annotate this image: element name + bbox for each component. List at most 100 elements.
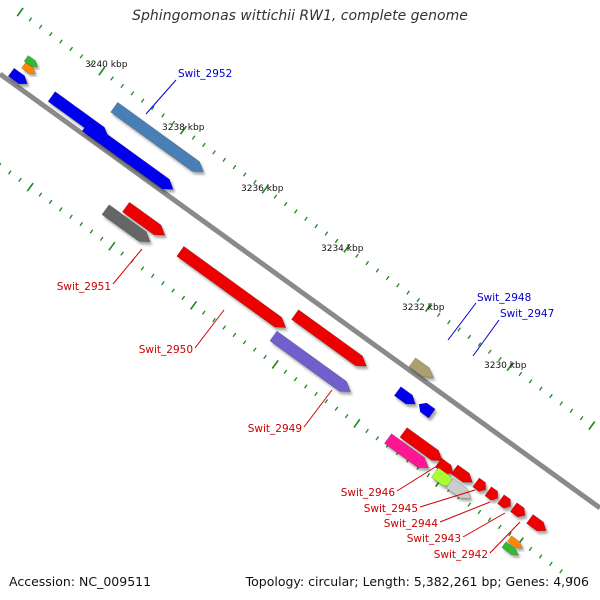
gene-arrow[interactable] <box>484 486 499 501</box>
tick-mark <box>273 194 278 199</box>
tick-mark <box>569 408 574 413</box>
gene-arrow[interactable] <box>450 464 473 483</box>
tick-mark <box>202 142 206 148</box>
tick-mark <box>365 260 370 266</box>
tick-mark <box>171 288 175 293</box>
tick-mark <box>528 546 533 552</box>
tick-mark <box>324 231 329 236</box>
gene-arrow[interactable] <box>21 61 36 74</box>
gene-arrow[interactable] <box>291 309 367 367</box>
tick-mark <box>261 184 269 194</box>
tick-mark <box>58 207 63 212</box>
tick-mark <box>252 347 257 352</box>
tick-mark <box>0 162 2 166</box>
gene-arrow[interactable] <box>121 201 166 236</box>
scale-label-3238: 3238 kbp <box>162 123 205 133</box>
tick-mark <box>559 569 563 574</box>
tick-mark <box>89 61 94 66</box>
tick-mark <box>38 192 43 197</box>
tick-mark <box>579 416 584 421</box>
tick-mark <box>334 406 339 411</box>
tick-mark <box>314 391 318 397</box>
tick-mark <box>189 300 198 310</box>
leader-2950 <box>194 309 225 349</box>
tick-mark <box>201 310 206 315</box>
leader-2948 <box>447 302 477 341</box>
leader-2943 <box>462 512 506 538</box>
gene-arrow[interactable] <box>110 101 204 173</box>
gene-label-swit-2945[interactable]: Swit_2945 <box>364 503 418 515</box>
gene-label-swit-2947[interactable]: Swit_2947 <box>500 308 554 320</box>
tick-mark <box>161 113 165 118</box>
tick-mark <box>212 317 216 323</box>
tick-mark <box>242 340 247 345</box>
tick-mark <box>283 369 288 374</box>
gene-arrow[interactable] <box>7 67 28 85</box>
gene-arrow[interactable] <box>399 427 443 461</box>
gene-label-swit-2951[interactable]: Swit_2951 <box>57 281 111 293</box>
gene-arrow[interactable] <box>393 386 416 405</box>
tick-mark <box>385 275 390 281</box>
tick-mark <box>293 377 298 382</box>
tick-mark <box>549 393 553 399</box>
tick-mark <box>314 224 319 229</box>
gene-arrow[interactable] <box>81 120 174 190</box>
leader-2945 <box>419 489 476 508</box>
tick-mark <box>487 517 492 522</box>
scale-label-3230: 3230 kbp <box>484 361 527 371</box>
gene-arrow[interactable] <box>176 245 287 328</box>
gene-arrow[interactable] <box>526 514 547 532</box>
tick-mark <box>588 421 596 431</box>
tick-mark <box>99 236 104 241</box>
leader-2942 <box>489 521 521 554</box>
gene-label-swit-2952[interactable]: Swit_2952 <box>178 68 232 80</box>
tick-mark <box>569 576 574 581</box>
gene-label-swit-2950[interactable]: Swit_2950 <box>139 344 193 356</box>
tick-mark <box>98 66 106 76</box>
tick-mark <box>89 229 94 234</box>
tick-mark <box>48 199 53 205</box>
label-leaders <box>112 79 521 554</box>
genome-backbone <box>0 71 600 511</box>
tick-mark <box>406 290 410 295</box>
tick-mark <box>191 135 196 140</box>
gene-label-swit-2942[interactable]: Swit_2942 <box>434 549 488 561</box>
tick-mark <box>508 532 512 537</box>
gene-arrow[interactable] <box>506 535 523 549</box>
tick-mark <box>16 7 24 17</box>
gene-label-swit-2948[interactable]: Swit_2948 <box>477 292 531 304</box>
gene-arrow[interactable] <box>497 494 511 509</box>
tick-mark <box>375 436 380 441</box>
tick-mark <box>538 386 543 391</box>
tick-mark <box>334 238 339 244</box>
tick-mark <box>416 297 421 303</box>
gene-arrow[interactable] <box>23 55 38 67</box>
tick-mark <box>242 172 247 177</box>
gene-arrow[interactable] <box>269 330 351 392</box>
gene-arrow[interactable] <box>509 502 526 518</box>
leader-2952 <box>145 79 177 115</box>
tick-mark <box>263 354 267 360</box>
tick-mark <box>528 379 533 384</box>
scale-label-3232: 3232 kbp <box>402 303 445 313</box>
leader-2947 <box>472 319 500 357</box>
tick-mark <box>222 325 227 330</box>
tick-mark <box>171 120 176 125</box>
gene-arrow[interactable] <box>472 477 487 492</box>
tick-mark <box>538 554 543 559</box>
scale-label-3234: 3234 kbp <box>321 244 364 254</box>
tick-mark <box>26 182 34 192</box>
tick-mark <box>7 170 12 175</box>
gene-arrow[interactable] <box>418 402 436 419</box>
gene-label-swit-2946[interactable]: Swit_2946 <box>341 487 396 499</box>
gene-label-swit-2949[interactable]: Swit_2949 <box>248 423 302 435</box>
tick-mark <box>467 502 472 507</box>
gene-label-swit-2944[interactable]: Swit_2944 <box>384 518 439 530</box>
gene-arrow[interactable] <box>383 433 429 469</box>
gene-label-swit-2943[interactable]: Swit_2943 <box>407 533 461 545</box>
map-title: Sphingomonas wittichii RW1, complete gen… <box>132 8 468 24</box>
tick-mark <box>222 157 227 162</box>
gene-arrow[interactable] <box>501 541 519 556</box>
gene-arrow[interactable] <box>101 204 151 243</box>
gene-arrow[interactable] <box>408 357 434 378</box>
